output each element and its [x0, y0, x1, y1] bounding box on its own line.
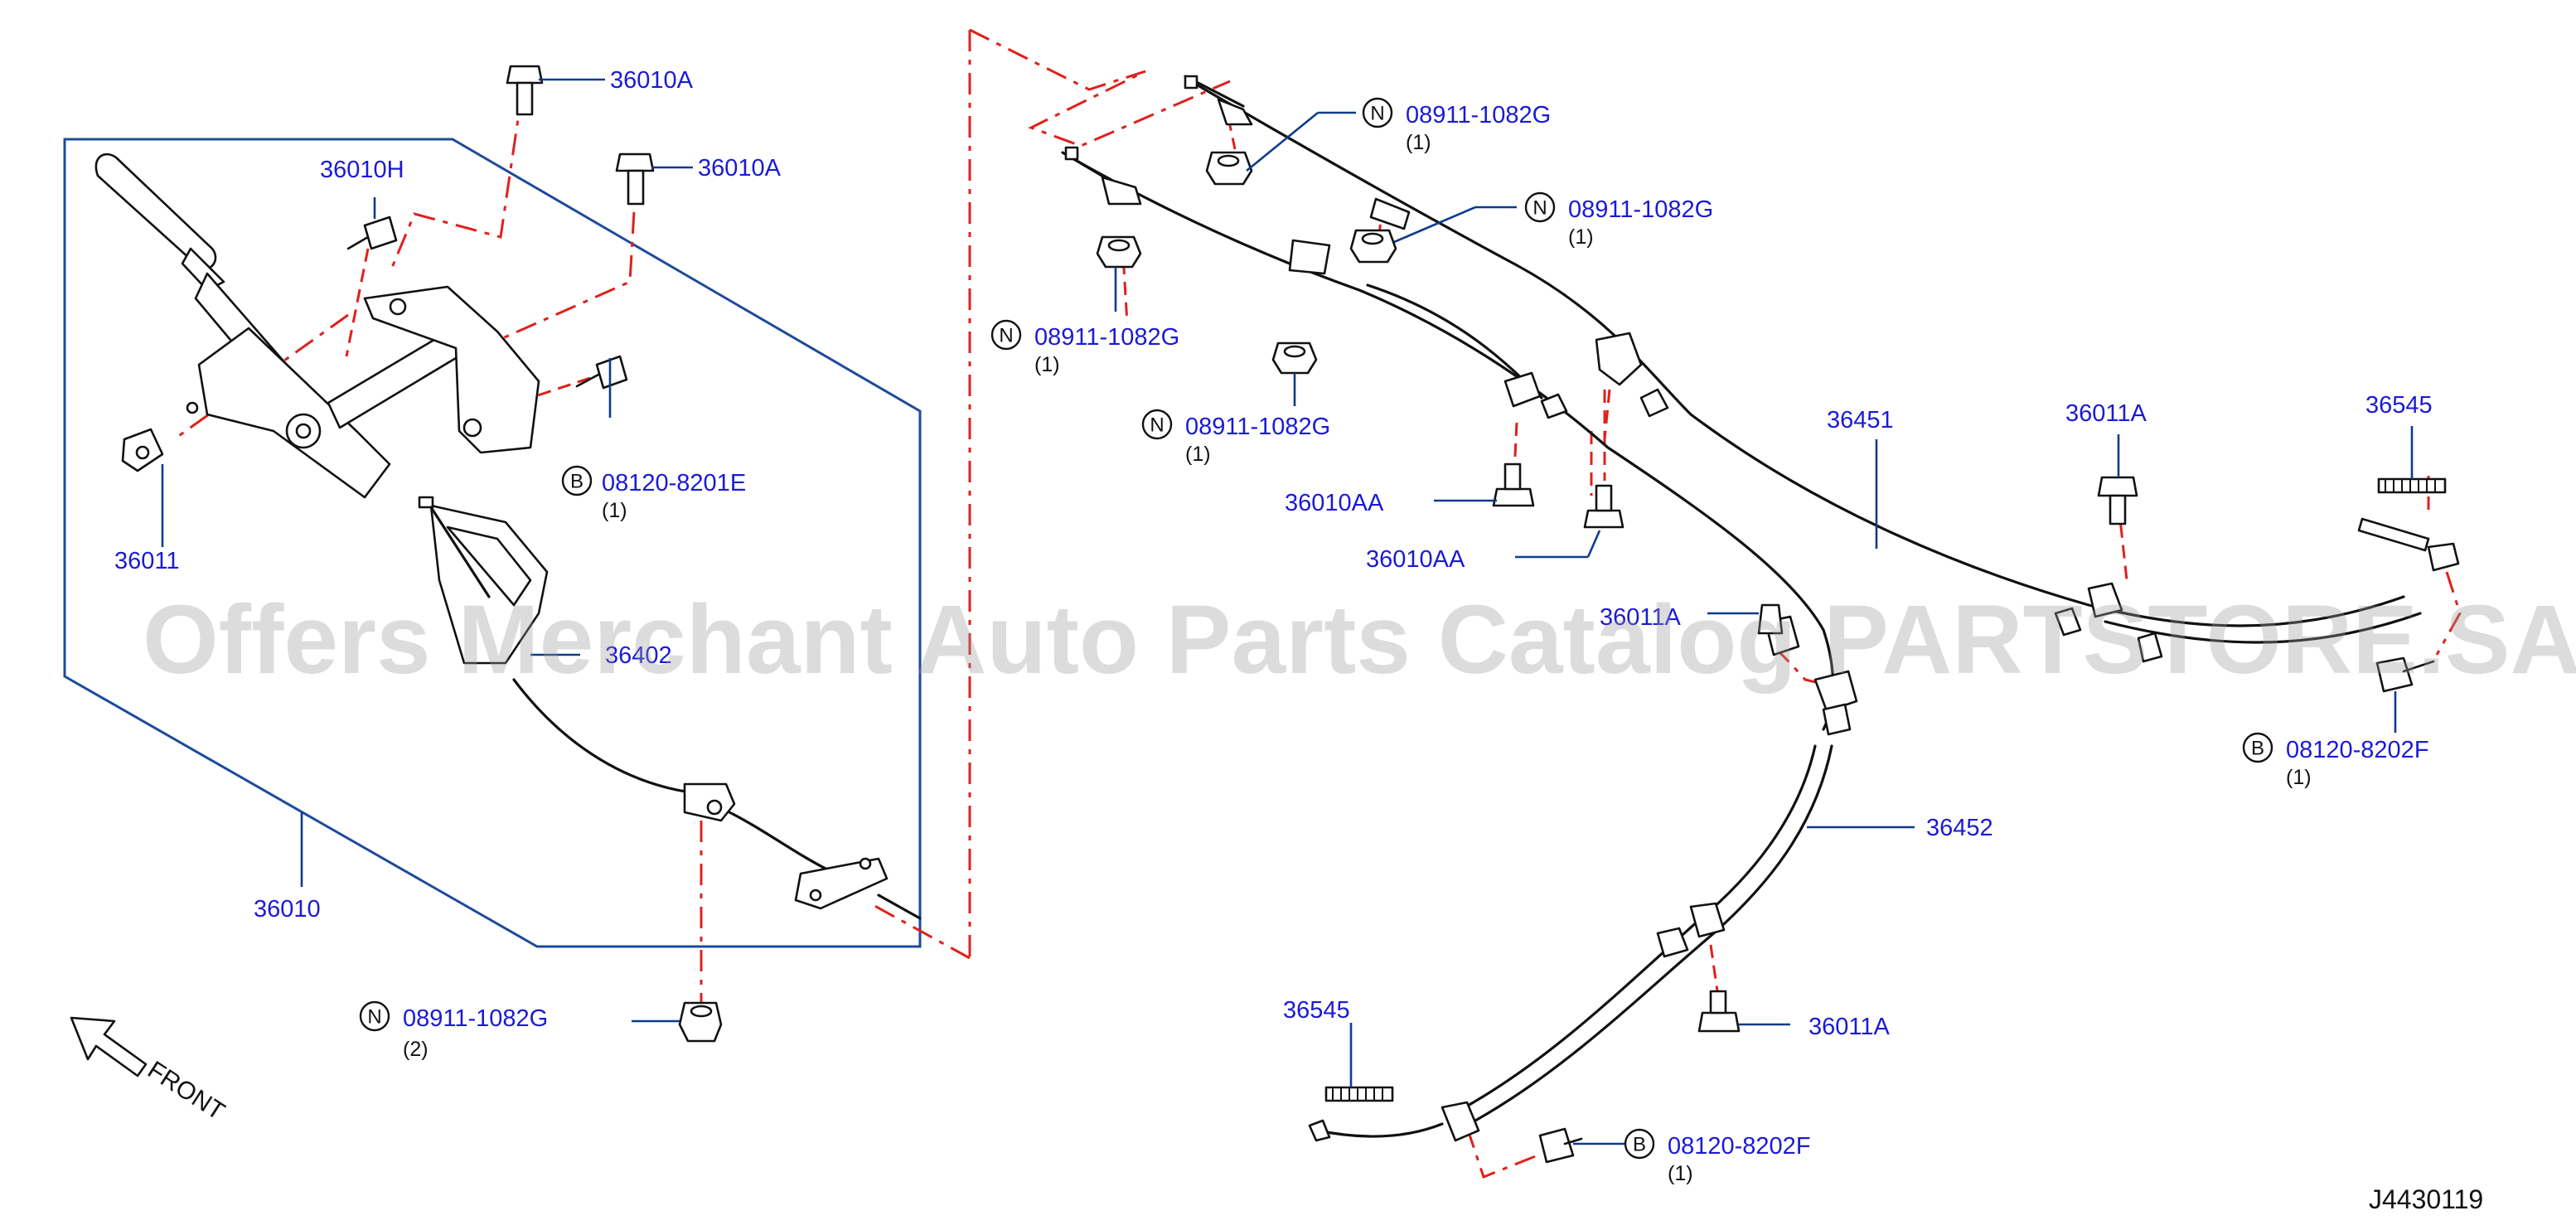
marker-circle-n-a: [1362, 97, 1393, 128]
marker-b-8201E: B: [570, 471, 583, 493]
bolt-36011A-right: [2097, 476, 2138, 525]
marker-n-a: N: [1370, 103, 1384, 125]
spring-36545-lower: [1324, 1086, 1394, 1102]
label-36011A-lower: 36011A: [1809, 1014, 1890, 1040]
label-36010A-top: 36010A: [610, 67, 694, 94]
marker-circle-b-8202F-lower: [1624, 1128, 1655, 1160]
label-36011: 36011: [114, 548, 180, 574]
marker-circle-n-b: [1524, 191, 1556, 223]
front-label: FRONT: [143, 1056, 230, 1126]
marker-n-b: N: [1533, 197, 1547, 220]
label-08911-b: 08911-1082G: [1568, 196, 1713, 223]
nut-c: [1096, 235, 1142, 269]
marker-n-lower: N: [367, 1006, 381, 1029]
boot-and-front-cable: [418, 496, 922, 920]
cable-fittings: [1064, 75, 2460, 1142]
bolt-08120-8202F-lower: [1538, 1127, 1583, 1164]
nut-b: [1349, 229, 1397, 264]
front-arrow: FRONT: [70, 1016, 230, 1126]
label-36010H: 36010H: [320, 157, 404, 183]
nut-a: [1205, 151, 1253, 186]
label-36402: 36402: [605, 642, 672, 669]
label-36545-right: 36545: [2365, 392, 2433, 419]
label-36545-lower: 36545: [1283, 997, 1350, 1024]
qty-08120-8202F-right: (1): [2286, 766, 2312, 789]
qty-08911-a: (1): [1406, 131, 1431, 154]
bolt-36010A-top: [506, 65, 544, 116]
qty-08911-lower: (2): [403, 1038, 429, 1061]
bolt-08120-8202F-right: [2375, 656, 2435, 693]
bolt-36011A-lower: [1697, 990, 1741, 1033]
marker-n-d: N: [1150, 414, 1164, 437]
bolt-36010AA-b: [1583, 484, 1625, 529]
label-36010AA-b: 36010AA: [1366, 546, 1465, 573]
bolt-36010H: [346, 215, 398, 250]
marker-n-c: N: [999, 325, 1013, 347]
marker-circle-n-lower: [359, 1000, 390, 1032]
bolt-08120-8201E: [575, 355, 628, 390]
assembly-frame: [63, 138, 922, 948]
label-08120-8201E: 08120-8201E: [602, 470, 746, 496]
marker-b-8202F-right: B: [2251, 738, 2264, 760]
label-36010: 36010: [254, 896, 321, 922]
label-36011A-right: 36011A: [2065, 400, 2147, 427]
label-08911-d: 08911-1082G: [1185, 414, 1330, 440]
label-36010A-mid: 36010A: [698, 155, 782, 182]
spring-36545-right: [2377, 477, 2447, 494]
label-08911-lower: 08911-1082G: [403, 1005, 548, 1032]
qty-08120-8202F-lower: (1): [1668, 1162, 1693, 1185]
qty-08911-b: (1): [1568, 225, 1594, 249]
label-36452: 36452: [1926, 815, 1993, 841]
label-36451: 36451: [1827, 407, 1894, 433]
nut-d: [1271, 341, 1318, 375]
bolt-36010A-mid: [615, 153, 655, 206]
rear-cables: [1061, 75, 2422, 1138]
bolt-36011A-mid: [1757, 603, 1784, 635]
hand-lever-assembly: [94, 153, 540, 499]
label-36010AA-a: 36010AA: [1285, 490, 1384, 516]
qty-08911-d: (1): [1185, 443, 1211, 466]
label-36011A-mid: 36011A: [1600, 604, 1681, 631]
marker-b-8202F-lower: B: [1633, 1134, 1646, 1156]
label-08911-c: 08911-1082G: [1034, 324, 1179, 351]
nut-lower: [678, 1001, 723, 1043]
qty-08911-c: (1): [1034, 353, 1060, 376]
watermark: Offers Merchant Auto Parts Catalog PARTS…: [143, 585, 2576, 695]
marker-circle-b-8202F-right: [2242, 732, 2273, 763]
leader-lines: [161, 78, 2414, 1145]
marker-circle-n-d: [1141, 409, 1173, 440]
marker-circle-b-8201E: [561, 465, 593, 496]
diagram-id: J4430119: [2369, 1184, 2483, 1214]
marker-circle-n-c: [990, 319, 1022, 351]
callout-labels: 36010A 36010A 36010H 36011 36010 36402 B…: [114, 67, 2433, 1185]
label-08911-a: 08911-1082G: [1406, 102, 1551, 128]
label-08120-8202F-lower: 08120-8202F: [1668, 1133, 1811, 1160]
bolt-36010AA-a: [1492, 462, 1535, 507]
qty-08120-8201E: (1): [602, 499, 627, 522]
label-08120-8202F-right: 08120-8202F: [2286, 737, 2429, 763]
